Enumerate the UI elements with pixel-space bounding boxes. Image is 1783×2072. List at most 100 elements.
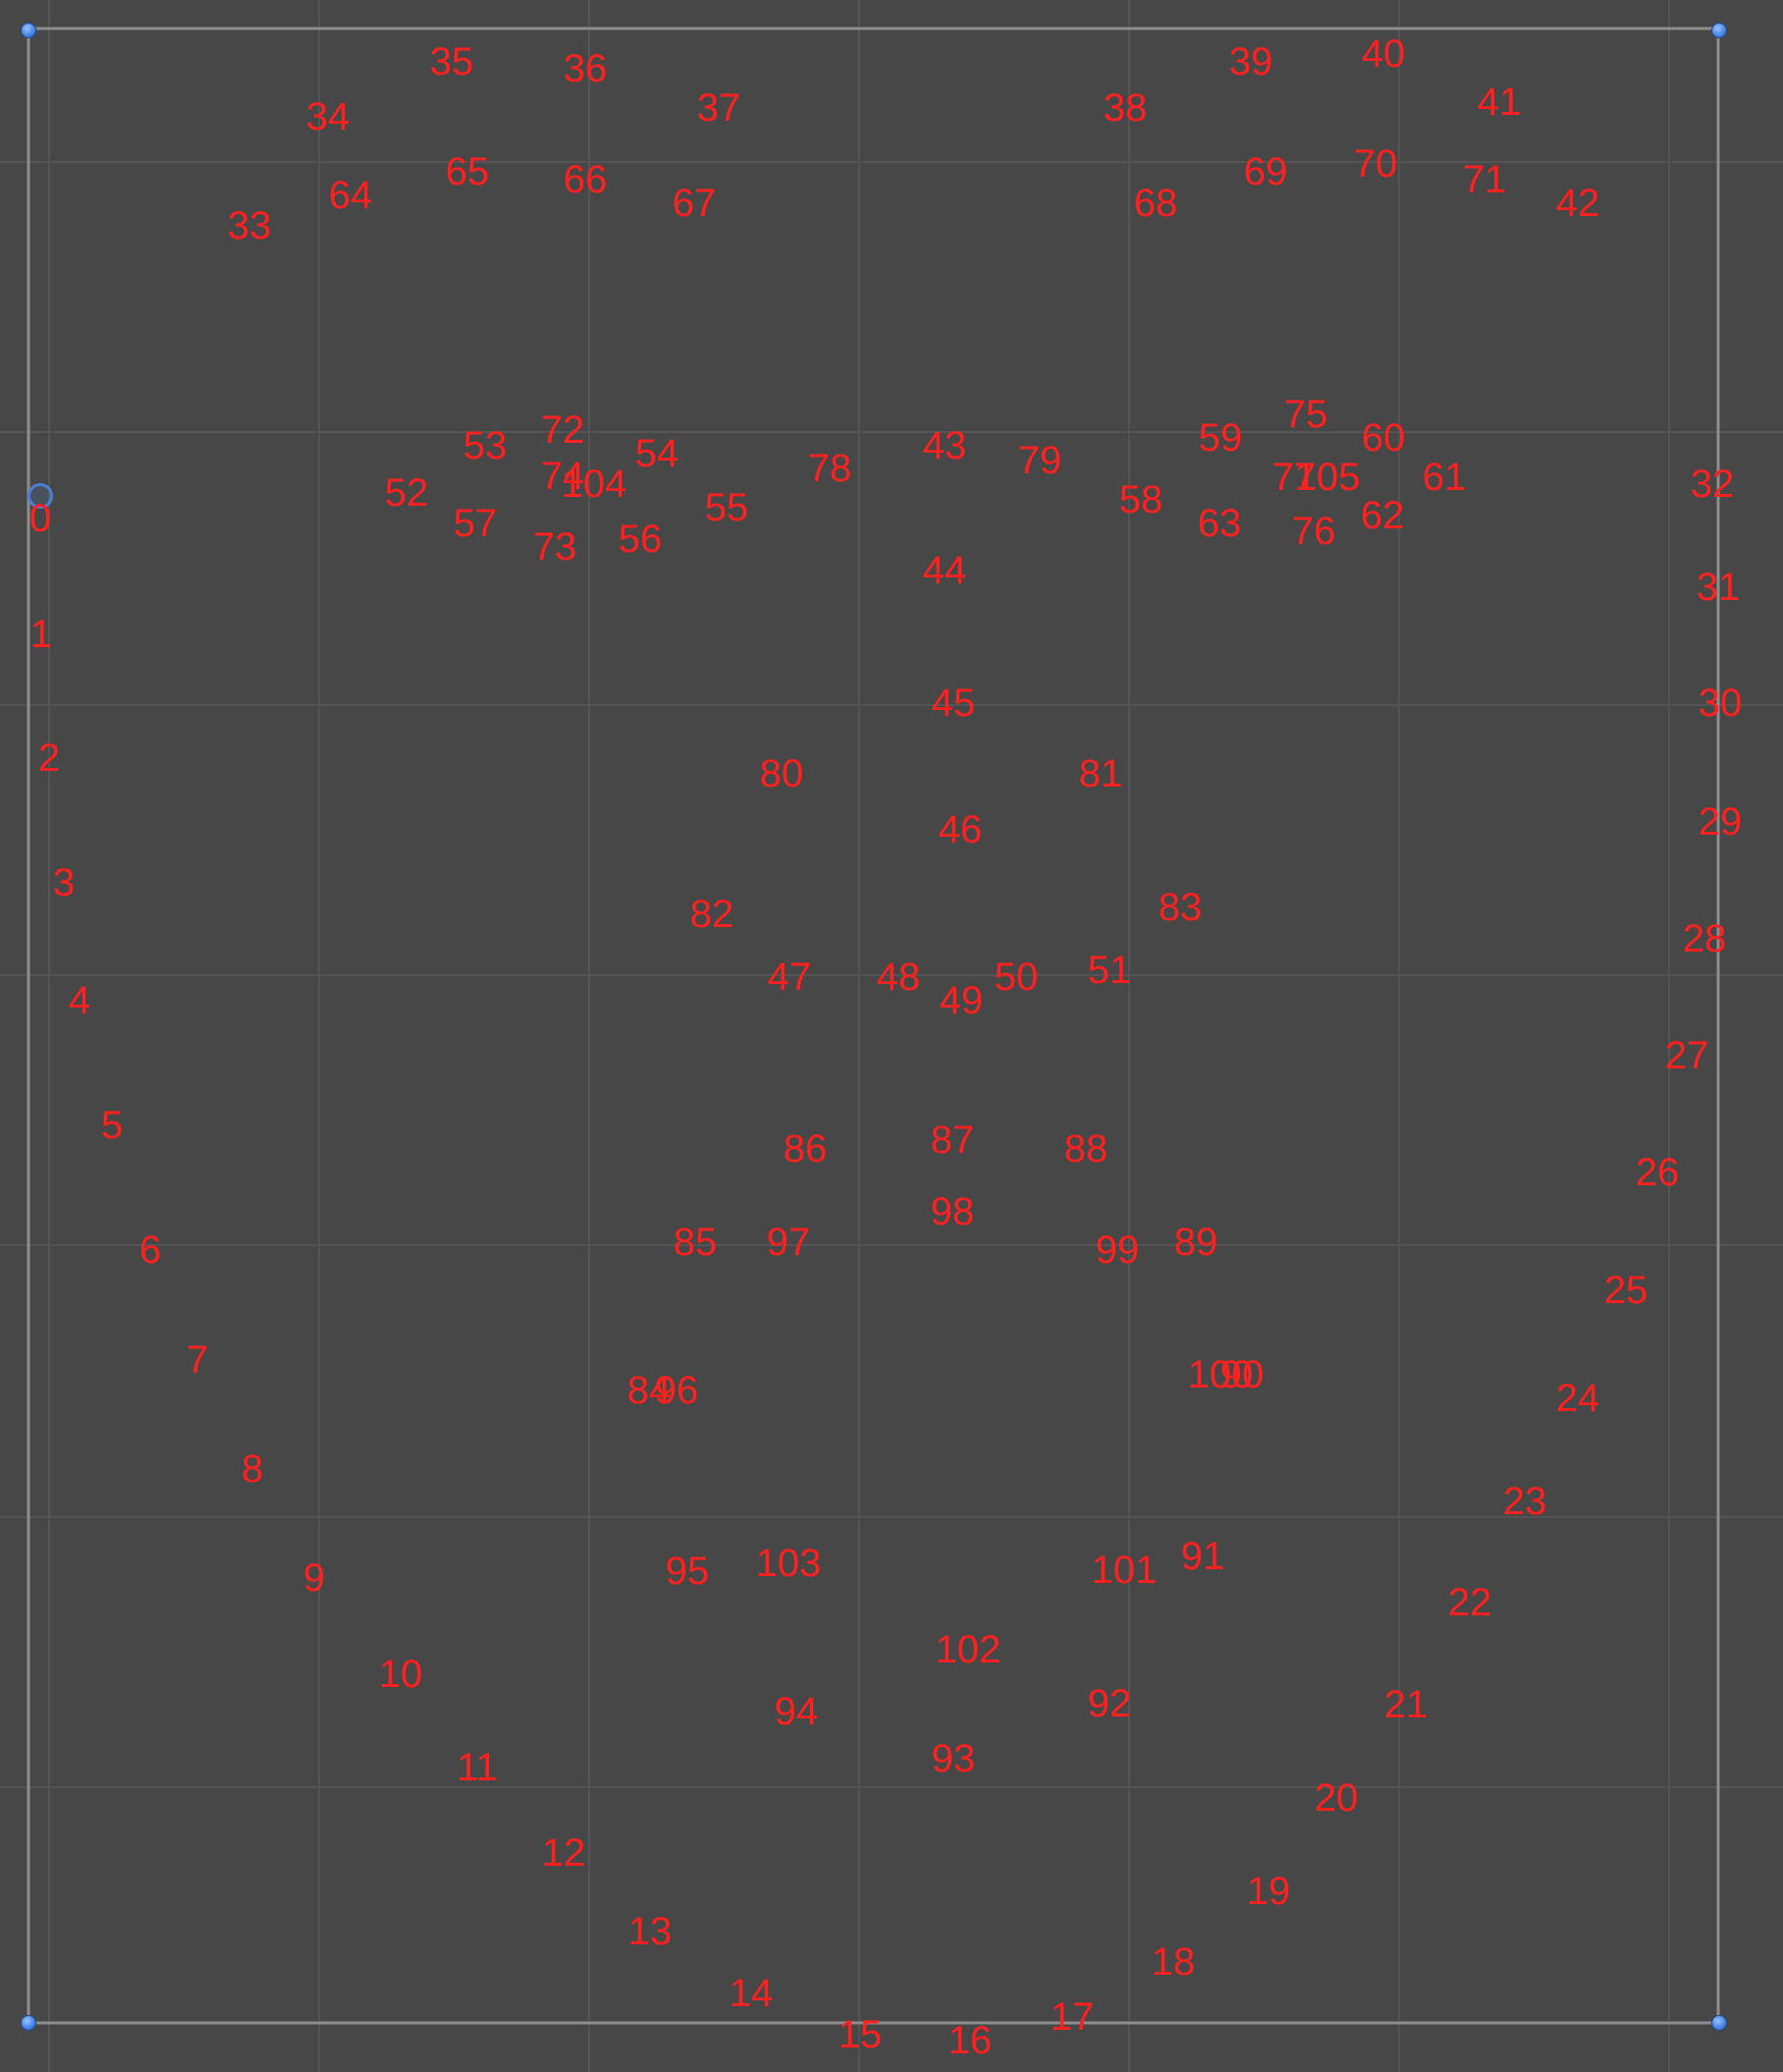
landmark-label: 36	[563, 47, 608, 90]
landmark-label: 35	[429, 40, 474, 83]
landmark-label: 10	[378, 1653, 423, 1696]
landmark-label: 99	[1095, 1228, 1140, 1272]
landmark-label: 96	[654, 1369, 699, 1412]
landmark-label: 86	[783, 1127, 828, 1171]
landmark-label: 37	[696, 86, 741, 130]
selection-rect-outline	[27, 27, 1720, 2025]
landmark-label: 50	[994, 955, 1039, 999]
landmark-label: 71	[1462, 158, 1507, 201]
landmark-label: 46	[938, 808, 983, 851]
resize-handle-icon[interactable]	[1711, 2015, 1727, 2031]
landmark-label: 58	[1118, 478, 1163, 521]
landmark-label: 31	[1696, 566, 1741, 609]
landmark-label: 66	[563, 158, 608, 201]
landmark-label: 11	[457, 1746, 498, 1789]
landmark-label: 80	[759, 752, 804, 795]
landmark-label: 42	[1555, 182, 1600, 225]
landmark-label: 101	[1091, 1549, 1158, 1592]
landmark-label: 16	[947, 2019, 993, 2062]
landmark-label: 105	[1294, 456, 1361, 499]
landmark-label: 67	[672, 182, 717, 225]
landmark-label: 39	[1228, 40, 1273, 83]
landmark-label: 84	[626, 1369, 672, 1412]
landmark-label: 62	[1360, 494, 1405, 537]
landmark-label: 24	[1555, 1377, 1600, 1420]
pivot-icon[interactable]	[27, 483, 53, 509]
landmark-label: 47	[767, 955, 812, 999]
landmark-label: 14	[729, 1972, 774, 2015]
landmark-label: 79	[1017, 439, 1062, 482]
landmark-label: 1	[29, 613, 53, 656]
landmark-label: 6	[138, 1228, 162, 1272]
landmark-label: 25	[1603, 1269, 1648, 1312]
landmark-label: 26	[1635, 1151, 1680, 1194]
landmark-label: 63	[1197, 502, 1242, 545]
landmark-label: 29	[1698, 800, 1743, 844]
landmark-label: 87	[930, 1118, 975, 1162]
landmark-label: 48	[876, 955, 921, 999]
landmark-label: 32	[1690, 463, 1735, 506]
landmark-label: 43	[922, 424, 967, 467]
landmark-label: 69	[1243, 150, 1288, 193]
landmark-label: 20	[1314, 1776, 1359, 1820]
landmark-label: 76	[1291, 510, 1336, 553]
landmark-label: 40	[1361, 32, 1406, 76]
landmark-label: 61	[1422, 456, 1467, 499]
landmark-label: 64	[328, 174, 373, 217]
landmark-label: 5	[100, 1104, 124, 1147]
landmark-label: 77	[1271, 456, 1317, 499]
landmark-label: 23	[1502, 1480, 1547, 1523]
landmark-label: 59	[1198, 416, 1243, 460]
landmark-label: 91	[1180, 1535, 1225, 1578]
landmark-label: 72	[540, 409, 585, 452]
landmark-label: 22	[1447, 1581, 1492, 1624]
landmark-label: 98	[930, 1190, 975, 1233]
landmark-label: 82	[689, 893, 734, 936]
landmark-label: 15	[837, 2013, 883, 2056]
landmark-label: 83	[1158, 886, 1203, 929]
landmark-label: 44	[922, 549, 967, 592]
landmark-label: 2	[37, 736, 61, 780]
landmark-label: 27	[1664, 1034, 1709, 1077]
landmark-label: 100	[1187, 1353, 1254, 1396]
landmark-label: 49	[939, 979, 984, 1022]
landmark-label: 45	[931, 682, 976, 725]
landmark-label: 9	[302, 1556, 326, 1600]
landmark-label: 17	[1050, 1995, 1095, 2039]
landmark-label: 102	[935, 1628, 1001, 1671]
landmark-label: 8	[241, 1447, 264, 1491]
landmark-label: 94	[774, 1690, 819, 1733]
landmark-label: 65	[445, 150, 490, 193]
landmark-label: 85	[673, 1221, 718, 1264]
landmark-label: 92	[1087, 1682, 1132, 1725]
landmark-label: 0	[28, 497, 52, 540]
landmark-label: 41	[1477, 81, 1522, 124]
landmark-label: 73	[532, 525, 577, 569]
landmark-label: 88	[1063, 1127, 1108, 1171]
resize-handle-icon[interactable]	[21, 23, 36, 38]
resize-handle-icon[interactable]	[21, 2015, 36, 2031]
landmark-label: 21	[1383, 1683, 1429, 1726]
landmark-label: 4	[68, 979, 91, 1022]
landmark-label: 97	[766, 1221, 811, 1264]
landmark-label: 90	[1219, 1353, 1265, 1396]
landmark-label: 70	[1353, 142, 1398, 186]
landmark-label: 81	[1078, 752, 1123, 795]
landmark-label: 75	[1283, 393, 1328, 436]
landmark-label: 33	[227, 204, 272, 247]
landmark-label: 28	[1682, 917, 1727, 960]
landmark-label: 56	[618, 518, 663, 561]
landmark-label: 53	[462, 424, 508, 467]
landmark-label: 95	[665, 1550, 710, 1593]
landmark-label: 30	[1698, 682, 1743, 725]
landmark-label: 103	[755, 1542, 822, 1585]
landmark-label: 12	[541, 1831, 586, 1875]
landmark-label: 13	[627, 1910, 673, 1953]
landmark-label: 104	[561, 463, 627, 506]
landmark-label: 78	[807, 447, 852, 490]
resize-handle-icon[interactable]	[1711, 23, 1727, 38]
landmark-label: 89	[1173, 1221, 1218, 1264]
landmark-label: 18	[1151, 1940, 1196, 1984]
